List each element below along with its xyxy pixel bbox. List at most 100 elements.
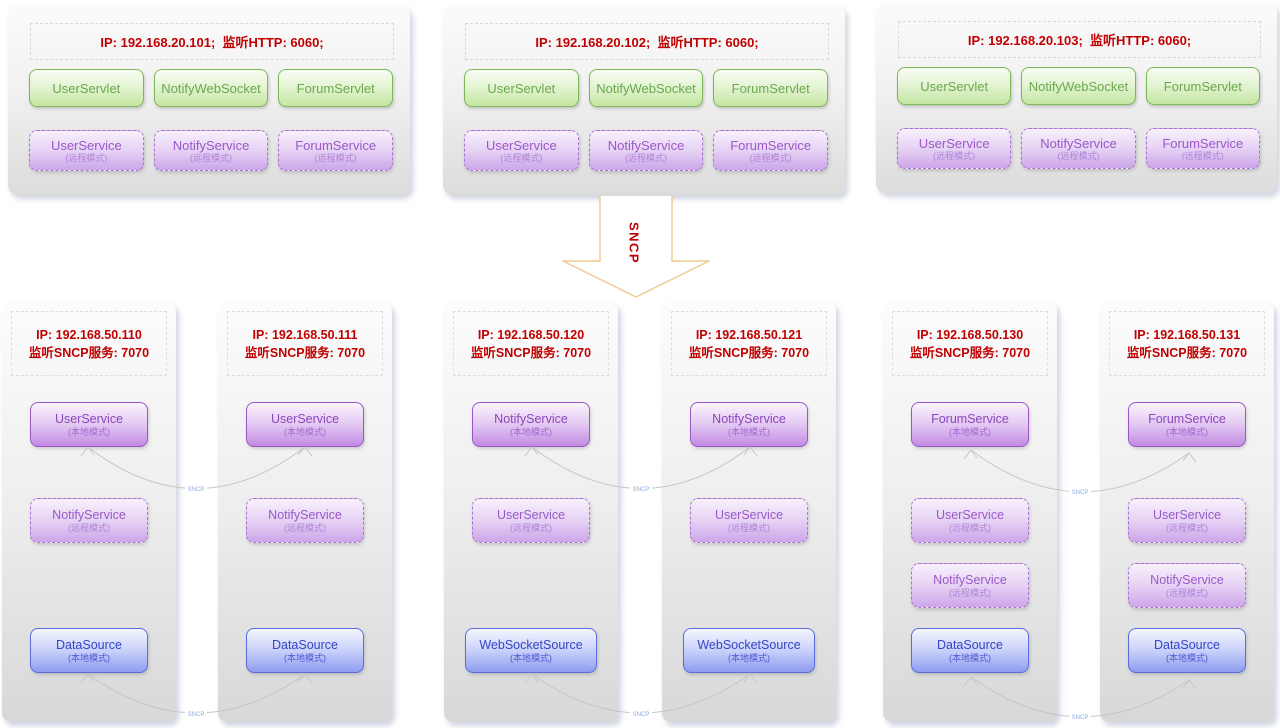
service-box-userservice-remote: UserService (远程模式): [472, 498, 590, 543]
service-name: NotifyService: [933, 572, 1007, 587]
service-mode: (远程模式): [500, 152, 543, 163]
service-mode: (本地模式): [68, 652, 110, 663]
service-mode: (本地模式): [949, 652, 991, 663]
service-mode: (本地模式): [68, 426, 110, 437]
service-box-forumservice-local: ForumService (本地模式): [911, 402, 1029, 447]
service-mode: (远程模式): [65, 152, 108, 163]
node-ip-line: IP: 192.168.50.131: [1133, 327, 1241, 342]
node-ip-label: IP: 192.168.20.101; 监听HTTP: 6060;: [30, 23, 394, 60]
servlet-row: UserServlet NotifyWebSocket ForumServlet: [897, 67, 1260, 105]
service-name: NotifyService: [494, 411, 568, 426]
service-mode: (远程模式): [190, 152, 232, 163]
service-box-forumservice-remote: ForumService (远程模式): [713, 130, 829, 171]
service-name: UserService: [935, 507, 1005, 522]
service-mode: (远程模式): [1181, 150, 1224, 161]
service-name: DataSource: [55, 637, 122, 652]
service-mode: (本地模式): [510, 426, 552, 437]
service-mode: (远程模式): [1057, 150, 1100, 161]
service-box-userservice-local: UserService (本地模式): [246, 402, 364, 447]
service-mode: (本地模式): [284, 426, 326, 437]
service-box-userservice-remote: UserService (远程模式): [897, 128, 1012, 169]
connector-label: SNCP: [1072, 490, 1089, 496]
service-box-forumservice-remote: ForumService (远程模式): [278, 130, 394, 171]
node-ip-label: IP: 192.168.50.111 监听SNCP服务: 7070: [227, 311, 383, 376]
sncp-server-node-111: IP: 192.168.50.111 监听SNCP服务: 7070 UserSe…: [218, 302, 392, 722]
servlet-box-forumservlet: ForumServlet: [713, 69, 829, 107]
servlet-box-notifywebsocket: NotifyWebSocket: [588, 69, 704, 107]
service-box-datasource-local: DataSource (本地模式): [246, 628, 364, 673]
servlet-box-userservlet: UserServlet: [464, 69, 579, 107]
service-name: UserService: [50, 137, 122, 153]
service-name: NotifyService: [712, 411, 786, 426]
servlet-row: UserServlet NotifyWebSocket ForumServlet: [29, 69, 394, 107]
service-mode: (本地模式): [728, 426, 770, 437]
http-server-node-103: IP: 192.168.20.103; 监听HTTP: 6060; UserSe…: [876, 3, 1277, 193]
service-mode: (远程模式): [68, 522, 110, 533]
node-ip-label: IP: 192.168.50.120 监听SNCP服务: 7070: [453, 311, 609, 376]
node-listen-line: 监听SNCP服务: 7070: [688, 345, 810, 360]
service-name: ForumService: [295, 137, 377, 153]
node-listen-line: 监听SNCP服务: 7070: [28, 345, 150, 360]
connector-label-bg: [630, 709, 652, 718]
service-name: ForumService: [1148, 411, 1226, 426]
sncp-server-node-110: IP: 192.168.50.110 监听SNCP服务: 7070 UserSe…: [2, 302, 176, 722]
service-box-notifyservice-remote: NotifyService (远程模式): [588, 130, 704, 171]
service-name: NotifyService: [268, 507, 342, 522]
node-ip-label: IP: 192.168.50.121 监听SNCP服务: 7070: [671, 311, 827, 376]
servlet-box-notifywebsocket: NotifyWebSocket: [1021, 67, 1136, 105]
service-box-notifyservice-remote: NotifyService (远程模式): [1128, 563, 1246, 608]
service-box-forumservice-local: ForumService (本地模式): [1128, 402, 1246, 447]
service-box-notifyservice-remote: NotifyService (远程模式): [1021, 128, 1136, 169]
node-ip-line: IP: 192.168.50.110: [36, 327, 142, 342]
service-box-userservice-remote: UserService (远程模式): [690, 498, 808, 543]
service-box-userservice-remote: UserService (远程模式): [1128, 498, 1246, 543]
service-mode: (远程模式): [749, 152, 792, 163]
service-mode: (远程模式): [284, 522, 326, 533]
service-mode: (本地模式): [510, 652, 552, 663]
sncp-server-node-120: IP: 192.168.50.120 监听SNCP服务: 7070 Notify…: [444, 302, 618, 722]
service-box-notifyservice-remote: NotifyService (远程模式): [911, 563, 1029, 608]
servlet-row: UserServlet NotifyWebSocket ForumServlet: [464, 69, 829, 107]
node-ip-label: IP: 192.168.20.103; 监听HTTP: 6060;: [898, 21, 1261, 58]
service-name: UserService: [1152, 507, 1222, 522]
node-ip-line: IP: 192.168.50.130: [916, 327, 1024, 342]
servlet-box-notifywebsocket: NotifyWebSocket: [153, 69, 269, 107]
node-ip-line: IP: 192.168.50.120: [477, 327, 585, 342]
service-box-notifyservice-remote: NotifyService (远程模式): [153, 130, 269, 171]
service-mode: (远程模式): [1166, 587, 1208, 598]
service-name: NotifyService: [1040, 135, 1117, 151]
connector-label-bg: [185, 484, 207, 493]
service-box-userservice-local: UserService (本地模式): [30, 402, 148, 447]
connector-label-bg: [1069, 712, 1091, 721]
service-name: ForumService: [931, 411, 1009, 426]
service-box-datasource-local: DataSource (本地模式): [1128, 628, 1246, 673]
service-name: UserService: [918, 135, 990, 151]
service-name: UserService: [714, 507, 784, 522]
node-ip-label: IP: 192.168.50.110 监听SNCP服务: 7070: [11, 311, 167, 376]
service-mode: (远程模式): [314, 152, 357, 163]
service-box-notifyservice-remote: NotifyService (远程模式): [30, 498, 148, 543]
service-box-websocketsource-local: WebSocketSource (本地模式): [465, 628, 597, 673]
service-name: WebSocketSource: [479, 637, 583, 652]
service-name: NotifyService: [172, 137, 250, 153]
service-box-websocketsource-local: WebSocketSource (本地模式): [683, 628, 815, 673]
service-name: UserService: [270, 411, 340, 426]
sncp-server-node-130: IP: 192.168.50.130 监听SNCP服务: 7070 ForumS…: [883, 302, 1057, 722]
service-mode: (本地模式): [728, 652, 770, 663]
sncp-flow-arrow-label: SNCP: [627, 222, 642, 264]
servlet-box-forumservlet: ForumServlet: [1145, 67, 1260, 105]
servlet-box-userservlet: UserServlet: [897, 67, 1012, 105]
service-mode: (远程模式): [510, 522, 552, 533]
connector-label-bg: [1069, 487, 1091, 496]
service-mode: (本地模式): [949, 426, 991, 437]
node-ip-label: IP: 192.168.50.130 监听SNCP服务: 7070: [892, 311, 1048, 376]
service-name: WebSocketSource: [697, 637, 801, 652]
service-box-userservice-remote: UserService (远程模式): [464, 130, 579, 171]
service-mode: (本地模式): [284, 652, 326, 663]
node-listen-line: 监听SNCP服务: 7070: [1126, 345, 1248, 360]
service-mode: (远程模式): [949, 587, 991, 598]
service-box-userservice-remote: UserService (远程模式): [29, 130, 144, 171]
servlet-box-forumservlet: ForumServlet: [278, 69, 394, 107]
service-mode: (本地模式): [1166, 652, 1208, 663]
